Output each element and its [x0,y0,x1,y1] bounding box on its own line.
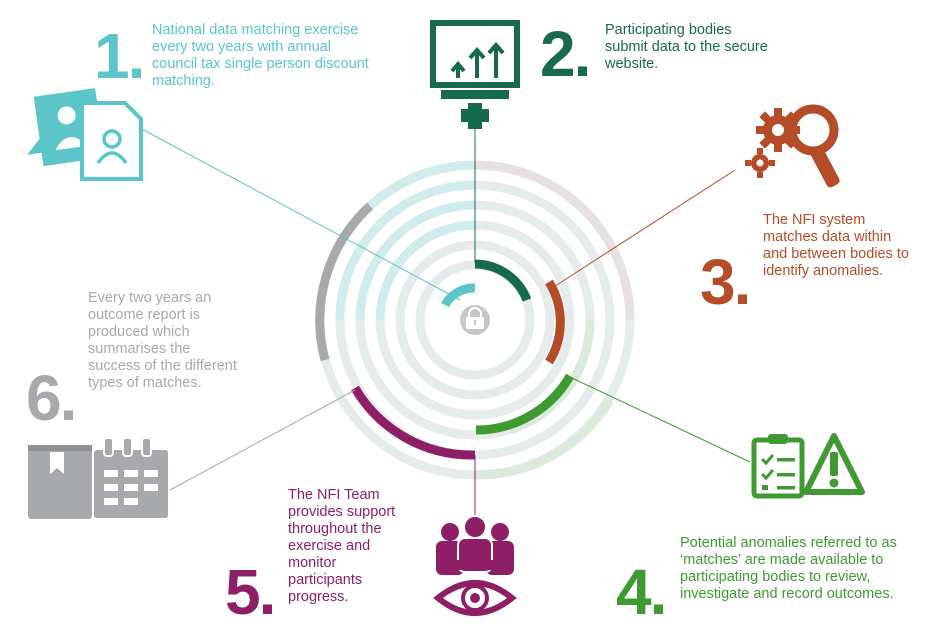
step-4-text: Potential anomalies referred to as ‘matc… [680,535,897,602]
step-6-number: 6. [26,362,77,434]
connector-1 [139,127,461,301]
step-2-text: Participating bodies submit data to the … [605,22,768,72]
connector-4 [571,377,751,463]
monitor-upload-icon [430,20,520,129]
step-5-number: 5. [225,556,276,628]
arc-step-2 [474,259,532,302]
connector-3 [548,169,736,291]
arc-step-5 [351,385,476,460]
step-1-text: National data matching exercise every tw… [152,22,369,89]
step-3-number: 3. [700,246,751,318]
connector-6 [169,389,356,491]
gears-magnifier-icon [745,104,840,188]
team-eye-icon [433,515,517,616]
clipboard-warning-icon [751,433,865,499]
padlock-icon [460,305,490,335]
step-3-text: The NFI system matches data within and b… [763,212,909,279]
step-1-number: 1. [94,20,145,92]
step-2-number: 2. [540,18,591,90]
step-4-number: 4. [616,556,667,628]
step-6-text: Every two years an outcome report is pro… [88,290,237,391]
arc-step-6 [315,202,374,362]
arc-step-4 [475,373,574,435]
arc-step-3 [545,279,565,365]
step-5-text: The NFI Team provides support throughout… [288,487,396,605]
arc-step-1 [441,283,476,308]
document-people-icon [27,88,143,181]
report-calendar-icon [28,437,168,519]
